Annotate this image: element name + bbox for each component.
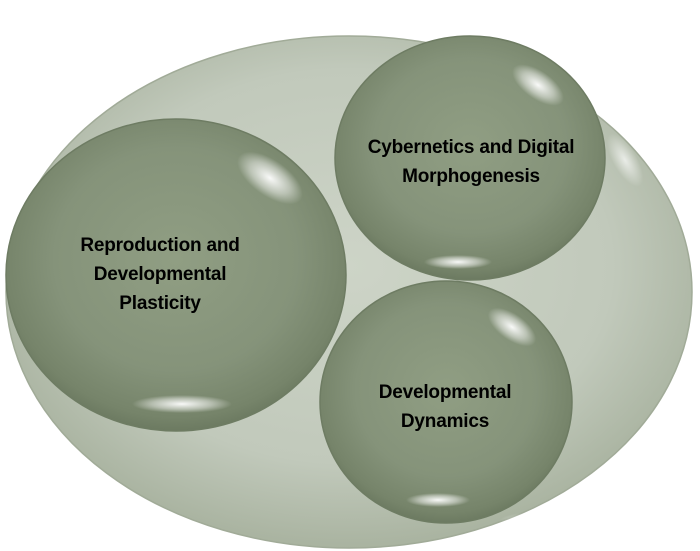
highlight-shine	[512, 64, 564, 106]
highlight-shine	[487, 307, 537, 347]
label-cybernetics-morphogenesis: Cybernetics and Digital Morphogenesis	[367, 137, 575, 187]
highlight-shine	[424, 255, 492, 269]
circle-top-right	[334, 35, 606, 281]
label-reproduction-plasticity: Reproduction and Developmental Plasticit…	[80, 235, 240, 314]
highlight-shine	[406, 493, 470, 507]
highlight-shine	[132, 395, 232, 413]
highlight-shine	[237, 151, 303, 205]
circle-bottom-right	[319, 280, 573, 524]
label-developmental-dynamics: Developmental Dynamics	[378, 382, 512, 432]
circle-left	[5, 118, 347, 432]
